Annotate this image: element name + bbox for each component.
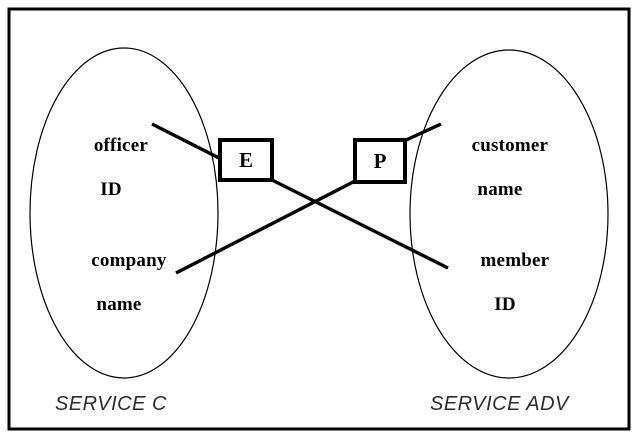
relationship-box-e[interactable] [218, 138, 274, 182]
relationship-box-e-text: E [238, 147, 253, 172]
attribute-member-id-line2: ID [494, 293, 516, 315]
entity-ellipse-service-c [29, 47, 219, 379]
attribute-customer-name: customer name [443, 113, 557, 244]
entity-ellipse-service-adv [409, 49, 609, 379]
attribute-member-id-line1: member [480, 249, 550, 271]
relationship-box-p-text: P [373, 148, 387, 173]
connector-p-to-customer [403, 122, 442, 143]
attribute-officer-id-line2: ID [100, 178, 122, 200]
attribute-officer-id: officer ID [68, 113, 154, 244]
entity-label-service-c: SERVICE C [55, 393, 167, 415]
connector-company-to-p [175, 179, 356, 275]
relationship-box-p[interactable] [353, 138, 407, 184]
attribute-customer-name-line2: name [477, 178, 523, 200]
entity-label-service-adv: SERVICE ADV [430, 393, 569, 415]
attribute-customer-name-line1: customer [471, 134, 549, 156]
attribute-member-id: member ID [450, 228, 560, 359]
attribute-officer-id-line1: officer [93, 134, 148, 156]
outer-frame [7, 7, 631, 431]
connector-officer-to-e [151, 122, 222, 161]
relationship-box-p-label: P [355, 140, 405, 182]
relationship-box-e-label: E [220, 140, 272, 180]
attribute-company-name: company name [64, 228, 174, 359]
connector-e-to-member [271, 178, 449, 270]
attribute-company-name-line2: name [96, 293, 142, 315]
attribute-company-name-line1: company [91, 249, 167, 271]
